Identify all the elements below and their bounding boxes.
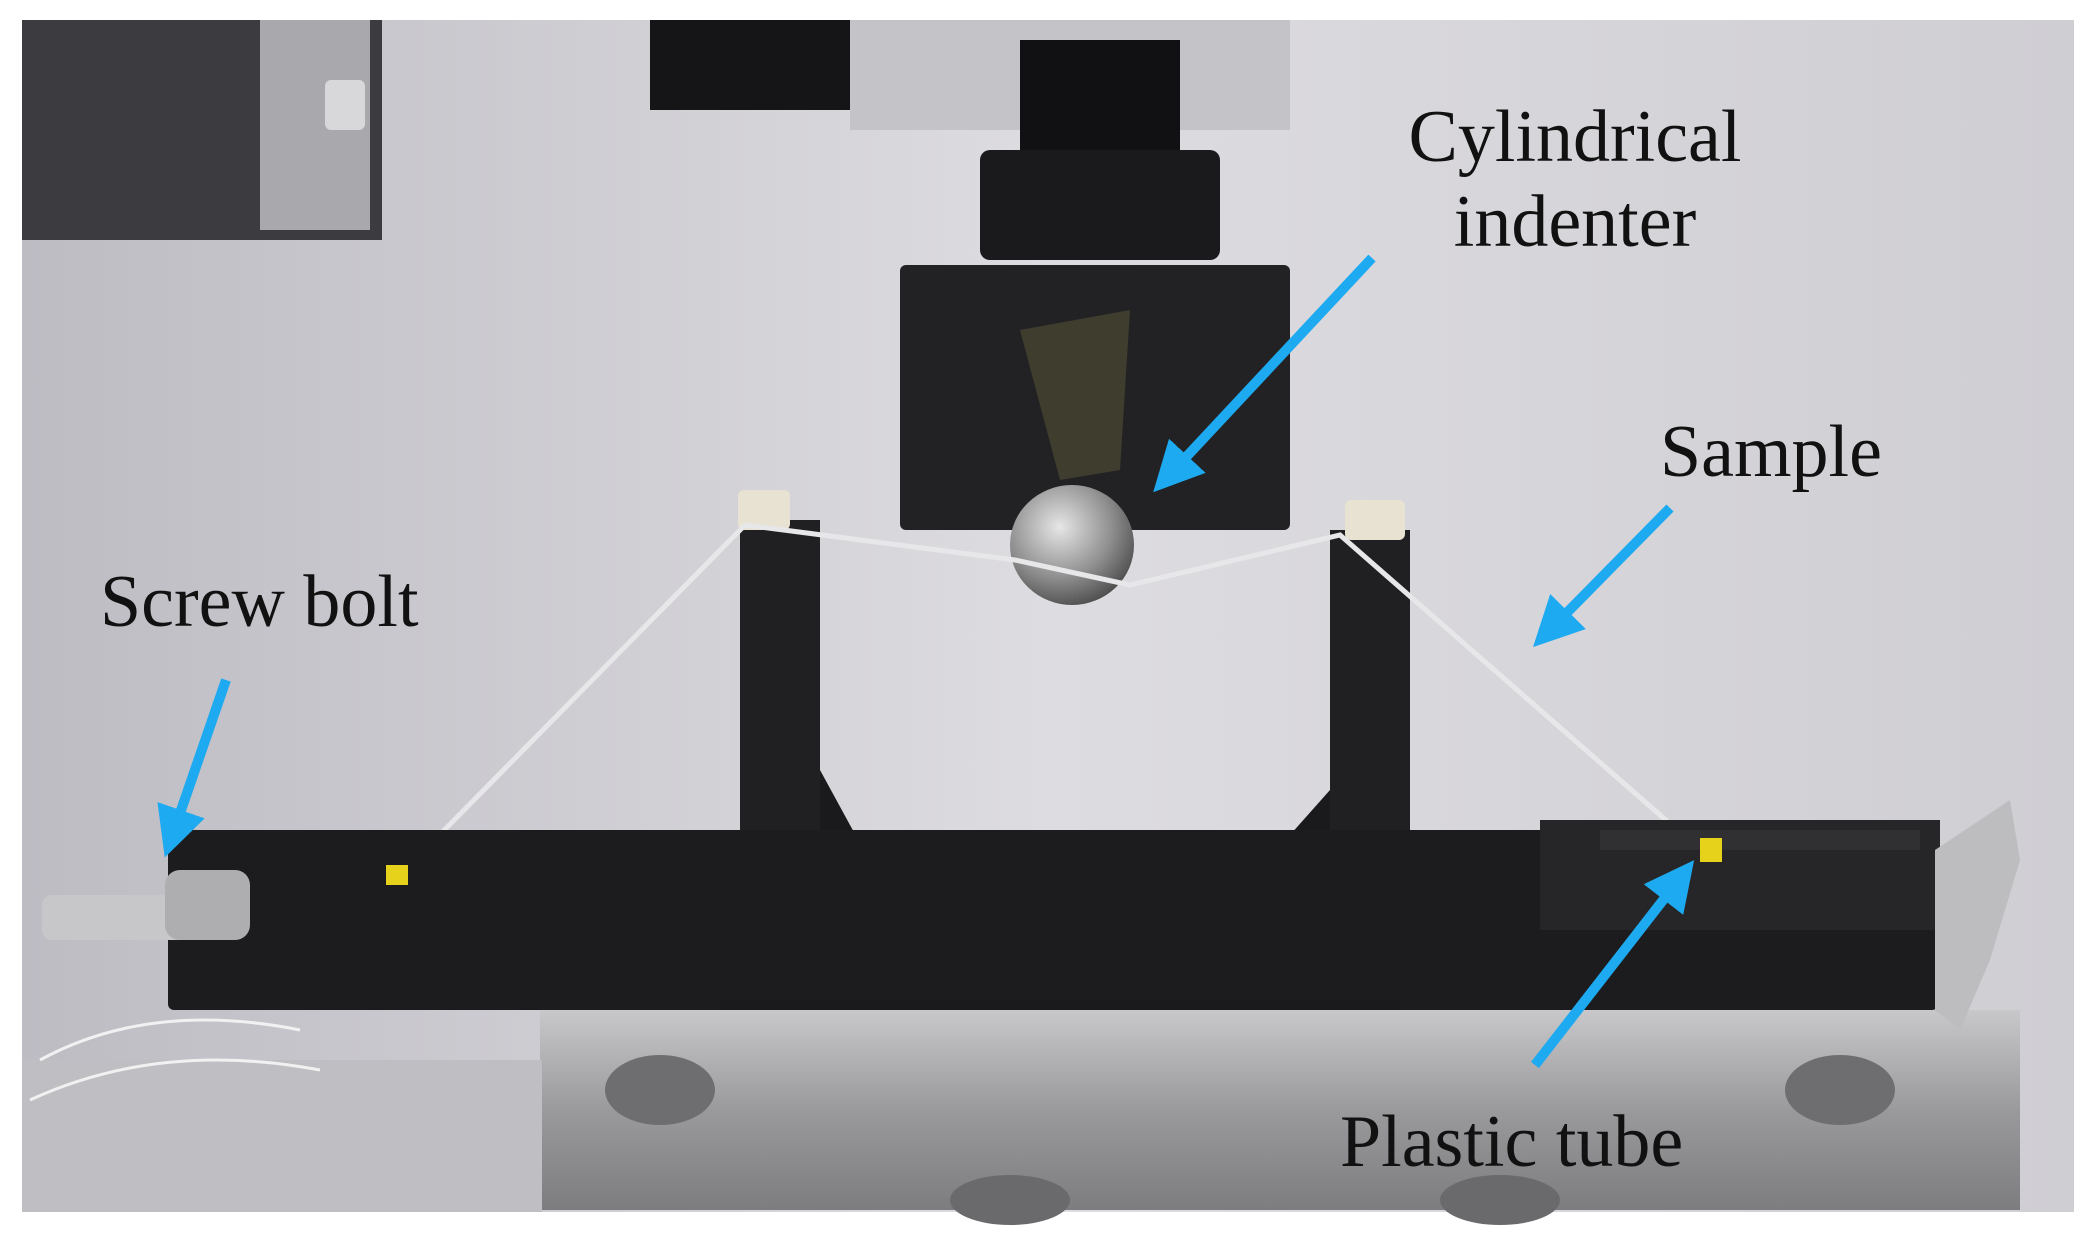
label-plastic-tube: Plastic tube [1340, 1101, 1684, 1183]
label-cylindrical-indenter: Cylindrical indenter [1365, 95, 1785, 265]
label-cylindrical-line1: Cylindrical [1408, 96, 1742, 178]
right-screw-bolt [1935, 800, 2020, 1030]
arrow-sample [1532, 504, 1674, 648]
cylindrical-indenter-ball [1010, 485, 1134, 605]
label-cylindrical-line2: indenter [1453, 181, 1697, 264]
plastic-tube-left [386, 865, 408, 885]
load-cell-top [650, 20, 850, 110]
plastic-tube-right [1700, 838, 1722, 862]
arrow-plastic-tube [1531, 860, 1695, 1069]
metal-stage [540, 1010, 2020, 1210]
left-screw-bolt [42, 895, 192, 940]
arrow-screw-bolt [157, 678, 231, 858]
label-sample: Sample [1660, 411, 1882, 493]
fixture-base [168, 830, 1938, 1010]
arrow-cylindrical-indenter [1153, 254, 1376, 493]
sample-fibre [398, 522, 1702, 877]
label-screw-bolt: Screw bolt [100, 561, 419, 643]
